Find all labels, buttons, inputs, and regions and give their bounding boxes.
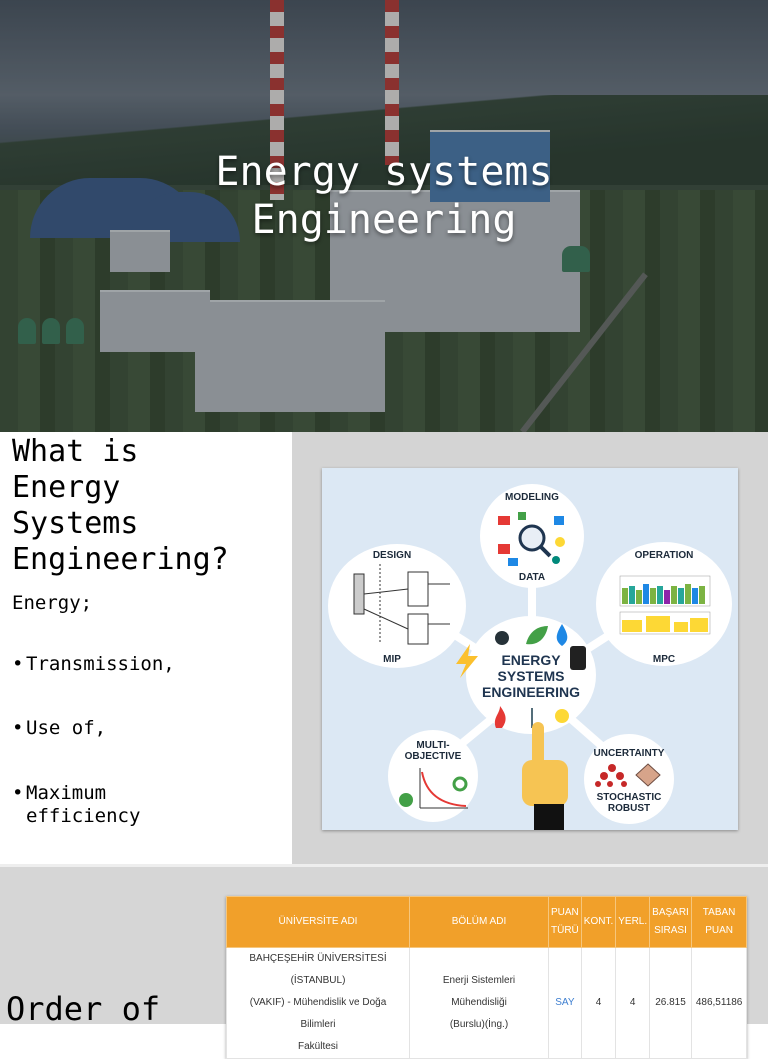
bullet-item: •Maximum efficiency xyxy=(12,782,141,827)
cell-placed: 4 xyxy=(615,947,651,1059)
cell-rank: 26.815 xyxy=(649,947,692,1059)
operation-chart-icon xyxy=(619,575,711,635)
lightning-icon xyxy=(456,644,478,678)
energy-resources-icon xyxy=(495,624,568,646)
table-row: BAHÇEŞEHİR ÜNİVERSİTESİ (İSTANBUL) (VAKI… xyxy=(226,947,748,1059)
column-header-department: BÖLÜM ADI xyxy=(409,896,549,948)
table-header-row: ÜNİVERSİTE ADI BÖLÜM ADI PUAN TÜRÜ KONT.… xyxy=(226,896,748,948)
column-header-base-score: TABAN PUAN xyxy=(690,896,748,948)
pointing-hand-icon xyxy=(522,722,568,830)
cell-score-type: SAY xyxy=(548,947,582,1059)
design-circle xyxy=(328,544,466,668)
stochastic-label: STOCHASTIC ROBUST xyxy=(596,792,662,814)
small-building xyxy=(110,230,170,272)
boiler-building xyxy=(430,130,550,202)
energy-systems-diagram: MODELING DATA DESIGN MIP xyxy=(322,468,738,830)
column-header-quota: KONT. xyxy=(580,896,617,948)
office-building xyxy=(195,300,385,412)
ranking-slide: ÜNİVERSİTE ADI BÖLÜM ADI PUAN TÜRÜ KONT.… xyxy=(0,864,768,1059)
design-label: DESIGN xyxy=(372,550,412,561)
column-header-university: ÜNİVERSİTE ADI xyxy=(226,896,410,948)
process-flowsheet-icon xyxy=(353,564,450,645)
definition-slide: What is Energy Systems Engineering? Ener… xyxy=(0,432,768,864)
cell-department: Enerji Sistemleri Mühendisliği (Burslu)(… xyxy=(409,947,549,1059)
column-header-rank: BAŞARI SIRASI xyxy=(649,896,692,948)
cell-university: BAHÇEŞEHİR ÜNİVERSİTESİ (İSTANBUL) (VAKI… xyxy=(226,947,410,1059)
slide-heading: Order of xyxy=(6,990,161,1028)
mip-label: MIP xyxy=(383,654,401,665)
university-ranking-table: ÜNİVERSİTE ADI BÖLÜM ADI PUAN TÜRÜ KONT.… xyxy=(226,896,748,1059)
energy-sources-icon xyxy=(494,706,569,728)
tank-4 xyxy=(562,246,590,272)
modeling-label: MODELING xyxy=(505,492,559,503)
bullet-item: •Transmission, xyxy=(12,653,175,675)
scenario-tree-icon xyxy=(595,763,661,787)
mpc-label: MPC xyxy=(652,654,676,665)
slide-heading: What is Energy Systems Engineering? xyxy=(12,434,229,577)
cell-base-score: 486,51186 xyxy=(690,947,748,1059)
column-header-placed: YERL. xyxy=(615,896,651,948)
analytics-icons xyxy=(498,512,565,566)
tank-2 xyxy=(42,318,60,344)
chimney-right xyxy=(385,0,399,165)
storage-building xyxy=(100,290,210,352)
lead-text: Energy; xyxy=(12,592,93,614)
bullet-item: •Use of, xyxy=(12,717,107,739)
chimney-left xyxy=(270,0,284,200)
title-slide: Energy systems Engineering xyxy=(0,0,768,432)
operation-label: OPERATION xyxy=(634,550,694,561)
cell-quota: 4 xyxy=(580,947,617,1059)
hills-background xyxy=(0,95,768,185)
uncertainty-circle xyxy=(584,734,674,824)
multi-objective-label: MULTI- OBJECTIVE xyxy=(404,740,462,762)
tank-1 xyxy=(18,318,36,344)
oil-barrel-icon xyxy=(570,646,586,670)
tank-3 xyxy=(66,318,84,344)
data-label: DATA xyxy=(518,572,546,583)
pareto-chart-icon xyxy=(399,768,468,809)
uncertainty-label: UNCERTAINTY xyxy=(593,748,665,759)
center-label: ENERGY SYSTEMS ENGINEERING xyxy=(481,652,580,700)
slide-title: Energy systems Engineering xyxy=(215,149,553,243)
column-header-score-type: PUAN TÜRÜ xyxy=(548,896,582,948)
